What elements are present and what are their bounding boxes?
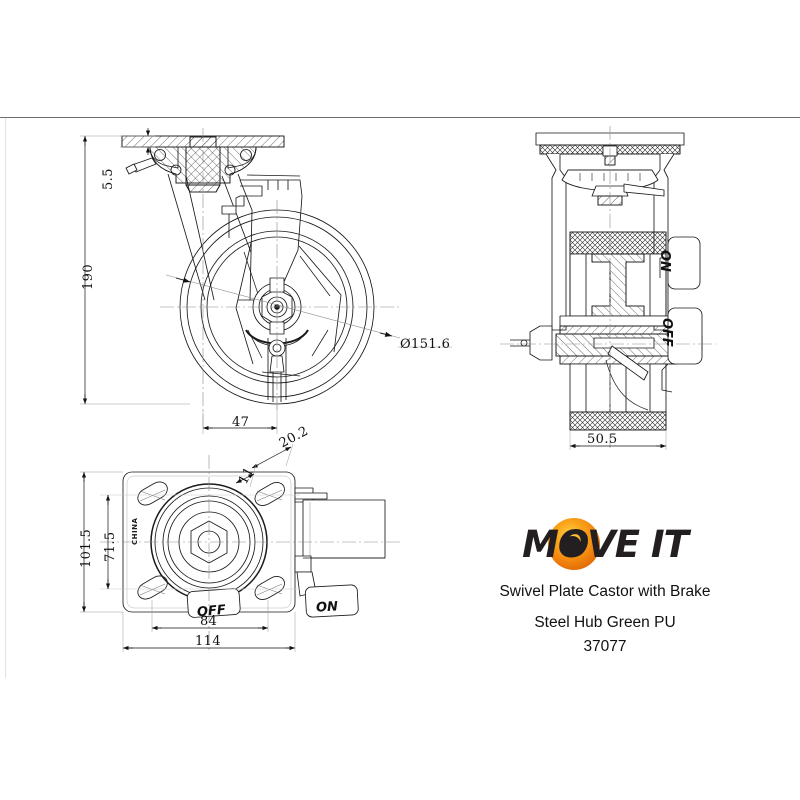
dim-bolt-centres-84: 84	[200, 614, 218, 629]
sheet-top-rule	[0, 117, 800, 118]
dim-offset-47: 47	[232, 415, 250, 430]
front-elevation-geometry	[500, 126, 716, 450]
product-title-line2: Steel Hub Green PU	[534, 614, 676, 632]
side-elevation-geometry	[121, 128, 401, 430]
logo-center-dot	[564, 536, 581, 553]
plate-marking-china: CHINA	[131, 517, 139, 545]
dim-plate-thickness: 5.5	[101, 168, 116, 190]
dim-plate-length-114: 114	[195, 634, 222, 649]
dim-bolt-centres-71-5: 71.5	[103, 531, 118, 562]
brake-label-off-plan[interactable]: OFF	[196, 602, 227, 621]
plan-view-geometry	[100, 455, 400, 650]
brake-label-off-front[interactable]: OFF	[659, 318, 674, 347]
dim-wheel-width-50-5: 50.5	[587, 432, 618, 447]
brake-label-on-front[interactable]: ON	[657, 250, 672, 272]
move-it-logo: MOVE IT	[455, 515, 755, 573]
product-title-line1: Swivel Plate Castor with Brake	[499, 583, 711, 600]
product-code: 37077	[583, 638, 627, 656]
brand-block: MOVE IT Swivel Plate Castor with Brake S…	[455, 515, 755, 659]
brake-label-on-plan[interactable]: ON	[315, 599, 339, 616]
dim-wheel-diameter: Ø151.6	[400, 337, 451, 352]
dim-overall-height: 190	[81, 263, 96, 290]
logo-wordmark: MOVE IT	[522, 522, 689, 566]
sheet-left-rule	[5, 118, 6, 678]
plan-view-dimension-lines	[80, 443, 296, 652]
dim-plate-width-101-5: 101.5	[79, 528, 94, 568]
front-view-dimension-lines	[569, 430, 667, 450]
side-view-dimension-lines	[80, 128, 452, 434]
